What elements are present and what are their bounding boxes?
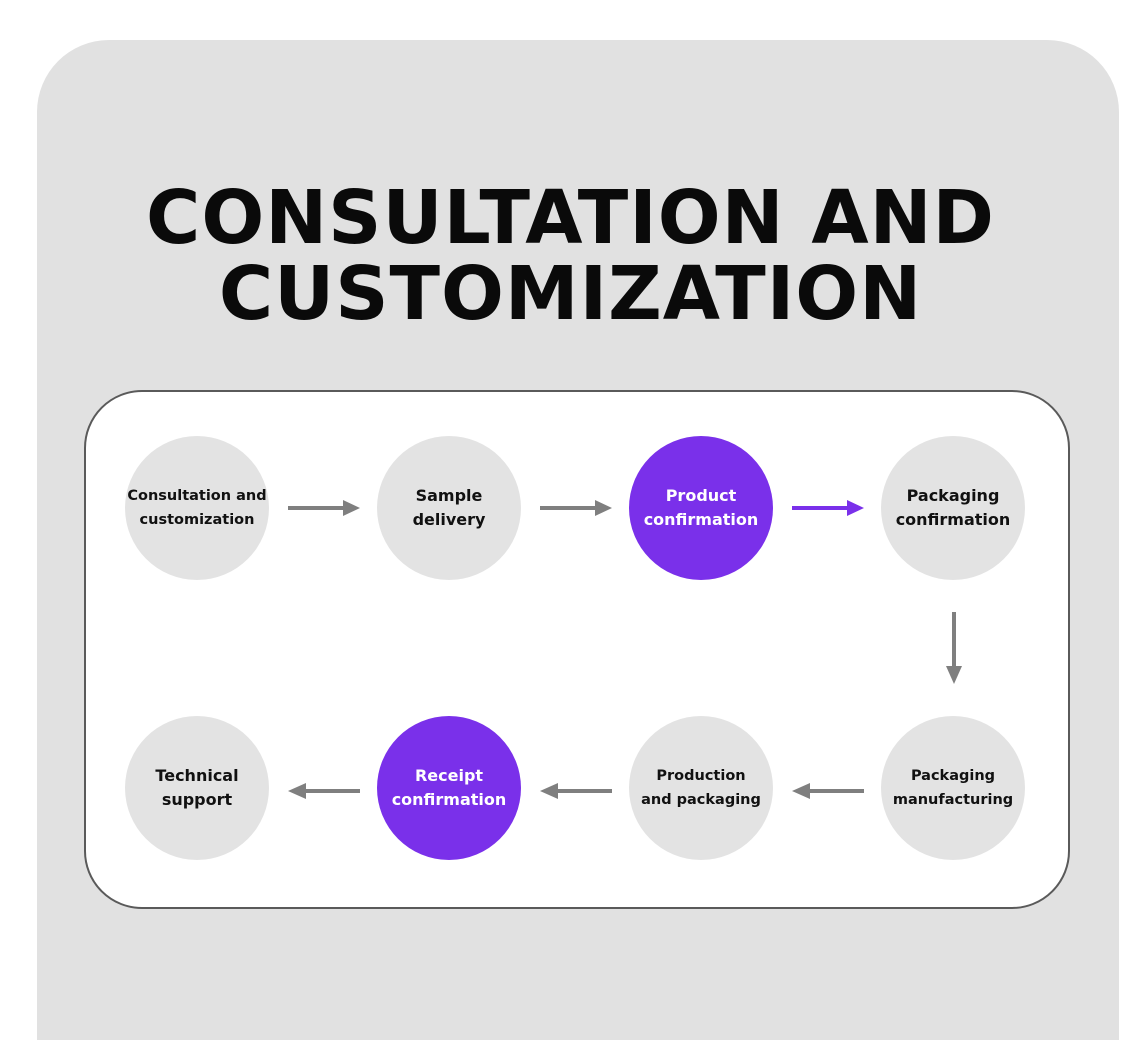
step-product-confirmation: Product confirmation: [629, 436, 773, 580]
step-label: Sample delivery: [412, 486, 486, 529]
step-consultation-and-customization: Consultation and customization: [125, 436, 269, 580]
step-receipt-confirmation: Receipt confirmation: [377, 716, 521, 860]
step-label: Packaging confirmation: [895, 486, 1011, 529]
title-line-1: CONSULTATION AND: [146, 175, 995, 261]
title-line-2: CUSTOMIZATION: [218, 251, 923, 337]
step-packaging-manufacturing: Packaging manufacturing: [881, 716, 1025, 860]
step-label: Product confirmation: [643, 486, 759, 529]
step-sample-delivery: Sample delivery: [377, 436, 521, 580]
step-technical-support: Technical support: [125, 716, 269, 860]
step-label: Consultation and customization: [127, 488, 267, 528]
step-label: Receipt confirmation: [391, 766, 507, 809]
page-title: CONSULTATION AND CUSTOMIZATION: [0, 180, 1141, 332]
step-label: Packaging manufacturing: [892, 768, 1014, 808]
step-packaging-confirmation: Packaging confirmation: [881, 436, 1025, 580]
step-label: Production and packaging: [641, 768, 761, 808]
step-label: Technical support: [155, 766, 239, 809]
step-production-and-packaging: Production and packaging: [629, 716, 773, 860]
